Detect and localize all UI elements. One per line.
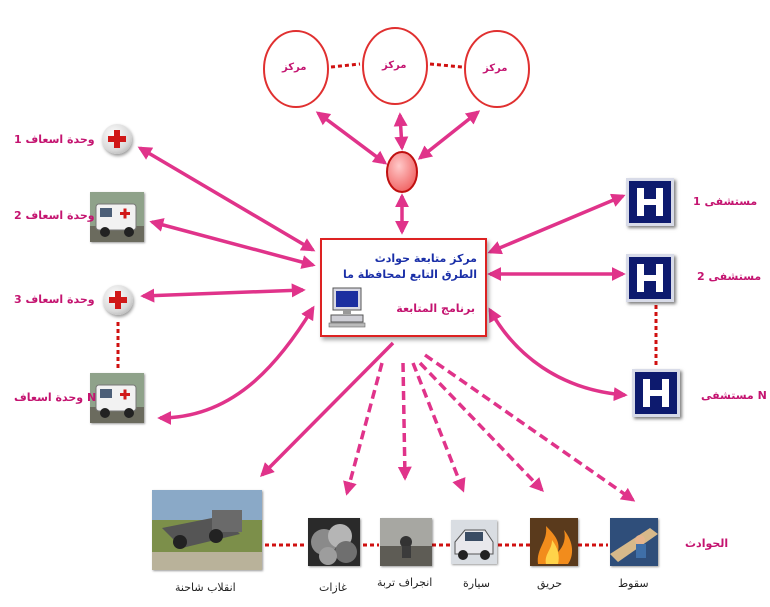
ambulance-unit-2-photo [90,192,144,242]
hospital-n-label: مستشفى N [701,389,767,402]
accident-fall-label: سقوط [618,577,649,590]
hospital-n-icon [632,369,680,417]
accident-fire-photo [530,518,578,566]
ambulance-unit-2-label: وحدة اسعاف 2 [14,209,95,222]
oval-dots-2 [429,62,463,69]
accident-truck-rollover-label: انقلاب شاحنة [175,581,236,594]
arrow-oval1-relay [315,111,388,165]
center-oval-3 [464,30,530,108]
accident-gas-photo [308,518,360,566]
arrow-unit3-hub [140,283,306,303]
arrow-hub-truck [260,341,395,477]
arrow-unit2-hub [149,218,316,269]
arrow-oval3-relay [417,110,481,160]
center-1-label: مركز [282,62,307,73]
arrow-unit1-hub [137,146,316,252]
relay-node [386,151,418,193]
hospital-1-icon [626,178,674,226]
center-oval-1 [263,30,329,108]
arrow-hub-car [411,362,466,493]
accident-truck-rollover-photo [152,490,262,570]
hospital-2-label: مستشفى 2 [697,270,762,283]
accidents-title: الحوادث [685,537,729,550]
oval-dots-1 [330,62,361,69]
arrow-hosp1-hub [487,193,626,255]
hub-program-label: برنامج المتابعة [396,302,475,315]
center-oval-2 [362,27,428,105]
arrow-unitN-hub [157,305,315,425]
accident-car-photo [451,520,497,564]
hospital-1-label: مستشفى 1 [693,195,758,208]
arrow-hub-soil [397,362,412,481]
ambulance-unit-3-label: وحدة اسعاف 3 [14,293,95,306]
hub-title-line2: الطرق التابع لمحافظة ما [342,268,477,281]
hospital-2-icon [626,254,674,302]
accident-gas-label: غازات [319,581,347,594]
ambulance-unit-1-label: وحدة اسعاف 1 [14,133,95,146]
accident-fire-label: حريق [537,577,563,590]
accident-landslide-label: انجراف تربة [377,576,433,589]
arrow-hub-gas [343,362,384,496]
accident-car-label: سيارة [463,577,490,590]
arrow-hub-fall [423,353,636,502]
center-3-label: مركز [483,63,508,74]
computer-icon [328,287,366,328]
accident-fall-photo [610,518,658,566]
arrow-hospN-hub [488,307,628,402]
arrow-hub-fire [418,361,544,493]
ambulance-unit-3-icon [103,285,133,315]
accident-landslide-photo [380,518,432,566]
ambulance-unit-n-photo [90,373,144,423]
ambulance-unit-1-icon [102,124,132,154]
arrow-oval2-relay [393,112,409,151]
ambulance-unit-n-label: وحدة اسعاف N [14,391,97,404]
center-2-label: مركز [382,60,407,71]
monitoring-center: مركز متابعة حوادث الطرق التابع لمحافظة م… [320,238,487,337]
hub-title-line1: مركز متابعة حوادث [374,252,477,265]
